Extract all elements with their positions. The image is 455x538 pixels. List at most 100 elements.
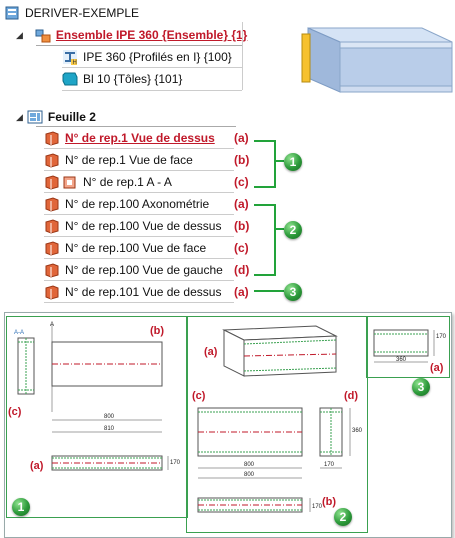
- dimension-170: 170: [324, 462, 335, 468]
- dimension-800: 800: [244, 472, 255, 478]
- view-item[interactable]: N° de rep.100 Vue de dessus: [44, 216, 221, 236]
- panel-1-tag-a: (a): [30, 460, 44, 472]
- drawing-panel-3: [366, 316, 450, 378]
- view-tag: (a): [234, 285, 249, 299]
- tree-child-ipe[interactable]: H IPE 360 {Profilés en I} {100}: [62, 48, 232, 66]
- group-badge-3: 3: [284, 283, 302, 301]
- drawing-panel-2: [186, 316, 368, 533]
- divider: [62, 90, 242, 91]
- panel-badge-3: 3: [412, 378, 430, 396]
- dimension-360: 360: [352, 428, 363, 434]
- view-tag: (a): [234, 131, 249, 145]
- document-icon: [4, 5, 20, 21]
- group-1-bracket: [254, 140, 276, 188]
- view-tag: (c): [234, 175, 249, 189]
- tree-assembly-label: Ensemble IPE 360 {Ensemble} {1}: [55, 28, 248, 42]
- tree-child-plate[interactable]: Bl 10 {Tôles} {101}: [62, 70, 182, 88]
- view-item[interactable]: N° de rep.100 Axonométrie: [44, 194, 209, 214]
- dimension-170: 170: [170, 460, 181, 466]
- panel-badge-2: 2: [334, 508, 352, 526]
- divider: [36, 126, 236, 127]
- sheet-icon: [27, 109, 43, 125]
- tree-sheet[interactable]: ◢ Feuille 2: [16, 108, 96, 126]
- panel-badge-1: 1: [12, 498, 30, 516]
- divider: [242, 22, 243, 90]
- divider: [44, 214, 234, 215]
- panel-3-tag-a: (a): [430, 362, 444, 374]
- view-icon: [44, 284, 60, 300]
- group-2-bracket: [254, 204, 276, 276]
- view-item[interactable]: N° de rep.1 Vue de dessus: [44, 128, 215, 148]
- section-label: A-A: [14, 330, 25, 336]
- expand-triangle-icon[interactable]: ◢: [16, 111, 23, 122]
- divider: [44, 280, 234, 281]
- plate-icon: [62, 71, 78, 87]
- tree-root[interactable]: DERIVER-EXEMPLE: [4, 4, 139, 22]
- divider: [44, 192, 234, 193]
- view-tag: (c): [234, 241, 249, 255]
- section-marker: A: [50, 322, 55, 328]
- view-item-label: N° de rep.100 Vue de gauche: [65, 263, 223, 277]
- view-item[interactable]: N° de rep.100 Vue de gauche: [44, 260, 223, 280]
- bracket-connector: [254, 290, 284, 292]
- divider: [36, 45, 242, 46]
- view-tag: (a): [234, 197, 249, 211]
- sheet-label: Feuille 2: [47, 110, 96, 124]
- view-item[interactable]: N° de rep.1 A - A: [44, 172, 172, 192]
- panel-1-tag-c: (c): [8, 406, 22, 418]
- bracket-connector: [274, 160, 284, 162]
- panel-2-tag-a: (a): [204, 346, 218, 358]
- view-icon: [44, 240, 60, 256]
- panel-2-tag-c: (c): [192, 390, 206, 402]
- dimension-810: 810: [104, 426, 115, 432]
- view-item[interactable]: N° de rep.100 Vue de face: [44, 238, 206, 258]
- view-item[interactable]: N° de rep.101 Vue de dessus: [44, 282, 221, 302]
- group-badge-2: 2: [284, 221, 302, 239]
- tree-child-plate-label: Bl 10 {Tôles} {101}: [83, 72, 183, 86]
- panel-2-tag-d: (d): [344, 390, 359, 402]
- view-item-label: N° de rep.100 Vue de dessus: [65, 219, 222, 233]
- divider: [62, 67, 242, 68]
- view-item-label: N° de rep.101 Vue de dessus: [65, 285, 222, 299]
- view-item-label: N° de rep.1 A - A: [83, 175, 172, 189]
- svg-text:H: H: [73, 60, 77, 65]
- panel-2-tag-b: (b): [322, 496, 337, 508]
- divider: [44, 302, 234, 303]
- panel-1-tag-b: (b): [150, 325, 165, 337]
- divider: [44, 258, 234, 259]
- view-item-label: N° de rep.100 Axonométrie: [65, 197, 210, 211]
- view-tag: (d): [234, 263, 250, 277]
- view-item-label: N° de rep.1 Vue de face: [65, 153, 193, 167]
- divider: [44, 236, 234, 237]
- view-tag: (b): [234, 153, 250, 167]
- dimension-360: 360: [396, 357, 407, 363]
- dimension-170: 170: [312, 504, 323, 510]
- tree-child-ipe-label: IPE 360 {Profilés en I} {100}: [83, 50, 232, 64]
- bracket-connector: [274, 228, 284, 230]
- view-tag: (b): [234, 219, 250, 233]
- dimension-800: 800: [104, 414, 115, 420]
- view-item-label: N° de rep.100 Vue de face: [65, 241, 207, 255]
- divider: [44, 148, 234, 149]
- dimension-170: 170: [436, 334, 447, 340]
- view-icon: [44, 218, 60, 234]
- view-item-label: N° de rep.1 Vue de dessus: [65, 131, 215, 145]
- panel-2-drawing: [197, 325, 351, 513]
- assembly-icon: [35, 27, 51, 43]
- tree-root-label: DERIVER-EXEMPLE: [25, 6, 140, 20]
- expand-triangle-icon[interactable]: ◢: [16, 29, 23, 40]
- dimension-800: 800: [244, 462, 255, 468]
- view-icon: [44, 262, 60, 278]
- drawing-panel-1: [6, 316, 188, 518]
- section-view-icon: [62, 174, 78, 190]
- view-icon: [44, 196, 60, 212]
- group-badge-1: 1: [284, 153, 302, 171]
- beam-3d-preview: [301, 27, 453, 93]
- view-item[interactable]: N° de rep.1 Vue de face: [44, 150, 193, 170]
- panel-1-drawing: [17, 324, 169, 471]
- view-icon: [44, 174, 60, 190]
- tree-assembly[interactable]: ◢ Ensemble IPE 360 {Ensemble} {1}: [16, 26, 247, 44]
- divider: [44, 170, 234, 171]
- view-icon: [44, 152, 60, 168]
- view-icon: [44, 130, 60, 146]
